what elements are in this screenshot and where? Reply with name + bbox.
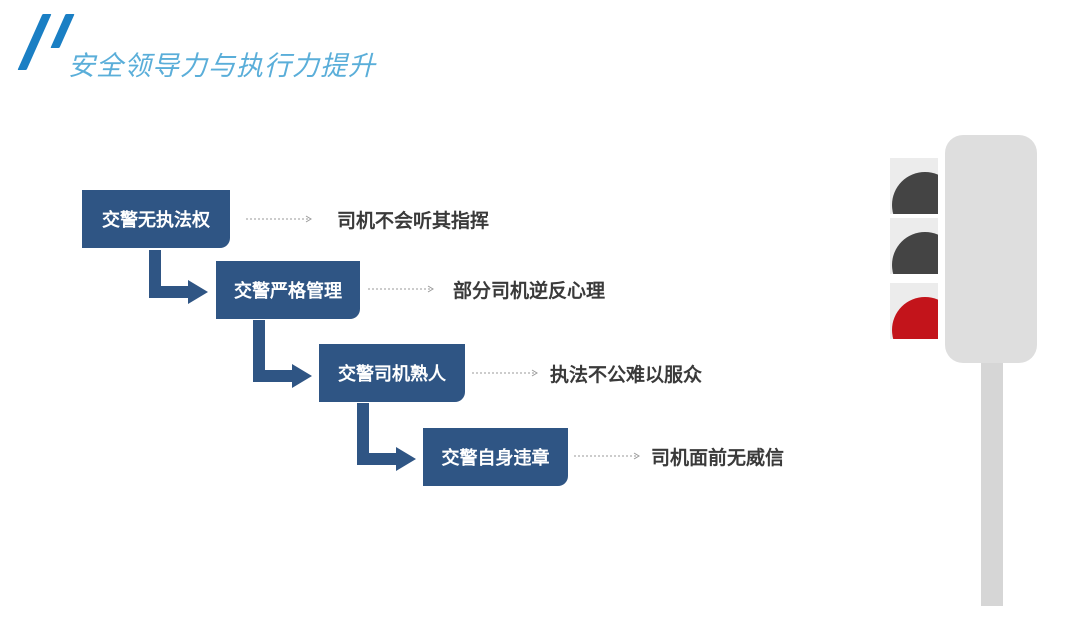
traffic-light-pole: [981, 356, 1003, 606]
dotted-arrow: [246, 215, 312, 223]
dotted-arrow: [368, 285, 434, 293]
dotted-arrow: [472, 369, 538, 377]
effect-text-1: 司机不会听其指挥: [337, 210, 490, 232]
page-title: 安全领导力与执行力提升: [68, 51, 376, 82]
elbow-arrow-1: [149, 250, 208, 304]
cause-box-3: 交警司机熟人: [319, 344, 465, 402]
effect-text-2: 部分司机逆反心理: [453, 280, 606, 302]
cause-label: 交警无执法权: [102, 210, 210, 231]
traffic-lamp-red: [890, 283, 938, 339]
cause-label: 交警自身违章: [441, 448, 550, 469]
dotted-arrow: [574, 452, 640, 460]
cause-box-2: 交警严格管理: [216, 261, 360, 319]
cause-label: 交警严格管理: [234, 281, 342, 302]
cause-box-1: 交警无执法权: [82, 190, 230, 248]
traffic-light-body: [945, 135, 1037, 363]
cause-box-4: 交警自身违章: [423, 428, 568, 486]
accent-stripe: [50, 14, 75, 48]
elbow-arrow-2: [253, 320, 312, 388]
cause-label: 交警司机熟人: [338, 364, 446, 385]
accent-stripe: [17, 14, 52, 70]
effect-text-3: 执法不公难以服众: [550, 364, 703, 386]
effect-text-4: 司机面前无威信: [651, 447, 785, 469]
traffic-lamp-middle: [890, 218, 938, 274]
traffic-lamp-top: [890, 158, 938, 214]
elbow-arrow-3: [357, 403, 416, 471]
